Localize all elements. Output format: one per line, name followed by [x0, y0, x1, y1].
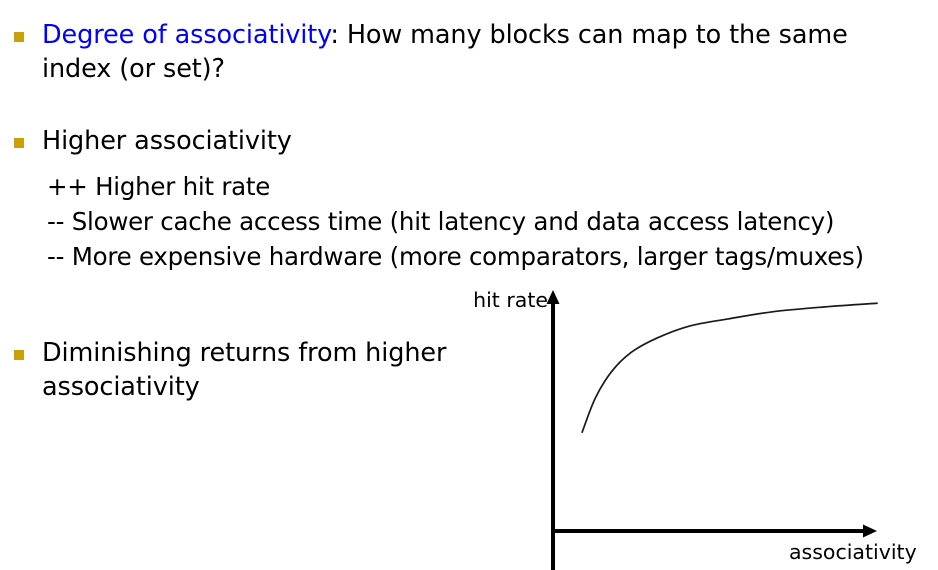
bullet-text-degree: Degree of associativity: How many blocks… — [42, 18, 892, 86]
sub-item-slower-cache-access-time: -- Slower cache access time (hit latency… — [47, 207, 835, 236]
bullet-text-higher-associativity: Higher associativity — [42, 126, 292, 156]
hit-rate-vs-associativity-chart: hit rate associativity — [440, 282, 938, 570]
chart-x-axis — [551, 524, 877, 538]
chart-x-axis-label: associativity — [789, 540, 917, 564]
bullet-text-diminishing-returns: Diminishing returns from higher associat… — [42, 338, 455, 402]
sub-item-more-expensive-hardware: -- More expensive hardware (more compara… — [47, 242, 864, 271]
chart-y-axis-label: hit rate — [473, 288, 548, 312]
sub-item-higher-hit-rate: ++ Higher hit rate — [47, 172, 271, 201]
bullet-square-icon — [14, 138, 24, 148]
chart-plot-area — [546, 290, 878, 570]
bullet-square-icon — [14, 350, 24, 360]
chart-data-curve — [581, 302, 878, 434]
chart-y-axis — [546, 290, 560, 570]
bullet-square-icon — [14, 32, 24, 42]
accent-term-degree-of-associativity: Degree of associativity — [42, 20, 331, 50]
bullet-text-degree-rest: : How many blocks can map to the same in… — [42, 20, 856, 84]
